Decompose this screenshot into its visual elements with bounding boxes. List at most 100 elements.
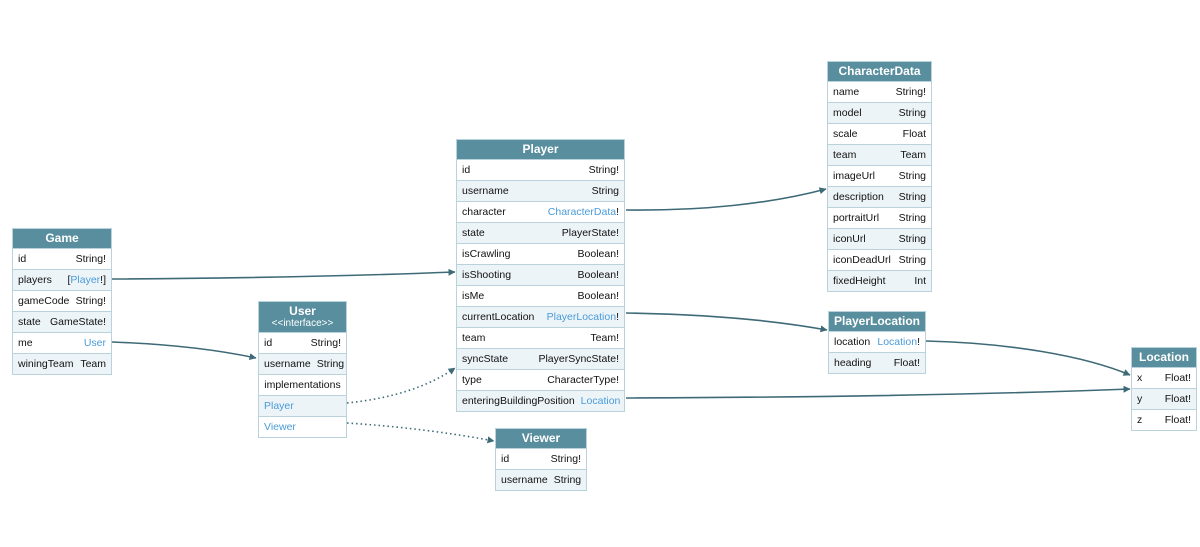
field-row-user-Viewer[interactable]: Viewer bbox=[259, 416, 346, 437]
field-type: String bbox=[317, 358, 344, 370]
type-link[interactable]: Location bbox=[580, 395, 621, 407]
type-text: String! bbox=[588, 164, 619, 176]
field-name: x bbox=[1137, 372, 1143, 384]
entity-header-game[interactable]: Game bbox=[13, 229, 111, 248]
field-type: String! bbox=[896, 86, 926, 98]
type-link[interactable]: PlayerLocation bbox=[546, 311, 617, 323]
field-type: String bbox=[899, 107, 926, 119]
type-text: String! bbox=[310, 337, 341, 349]
field-name: id bbox=[264, 337, 273, 349]
type-text: [ bbox=[67, 274, 71, 286]
entity-header-playerLocation[interactable]: PlayerLocation bbox=[829, 312, 925, 331]
field-type: PlayerState! bbox=[562, 227, 619, 239]
entity-title: Game bbox=[45, 231, 79, 245]
edge-User.Viewer-to-Viewer bbox=[346, 422, 495, 444]
field-row-user-implementations[interactable]: implementations bbox=[259, 374, 346, 395]
entity-header-characterData[interactable]: CharacterData bbox=[828, 62, 931, 81]
type-text: String! bbox=[550, 453, 581, 465]
type-link[interactable]: Location bbox=[877, 336, 918, 348]
field-name: implementations bbox=[264, 379, 341, 391]
entity-header-player[interactable]: Player bbox=[457, 140, 624, 159]
entity-header-viewer[interactable]: Viewer bbox=[496, 429, 586, 448]
field-type: Boolean! bbox=[578, 290, 619, 302]
field-name: id bbox=[462, 164, 471, 176]
field-row-game-players[interactable]: players[Player!] bbox=[13, 269, 111, 290]
type-text: Float bbox=[902, 128, 926, 140]
type-link[interactable]: Player bbox=[70, 274, 101, 286]
edge-Game.me-to-User bbox=[111, 341, 257, 361]
type-text: String bbox=[898, 170, 926, 182]
field-type: String! bbox=[76, 253, 106, 265]
entity-header-user[interactable]: User<<interface>> bbox=[259, 302, 346, 332]
field-name: winingTeam bbox=[18, 358, 74, 370]
field-type: Boolean! bbox=[578, 248, 619, 260]
field-row-user-Player[interactable]: Player bbox=[259, 395, 346, 416]
entity-header-location[interactable]: Location bbox=[1132, 348, 1196, 367]
entity-stereotype: <<interface>> bbox=[271, 318, 334, 329]
field-row-characterData-scale[interactable]: scale Float bbox=[828, 123, 931, 144]
type-link[interactable]: User bbox=[83, 337, 106, 349]
entity-title: Viewer bbox=[521, 431, 561, 445]
type-link[interactable]: CharacterData bbox=[547, 206, 617, 218]
field-name: character bbox=[462, 206, 506, 218]
edge-Player.enteringBuildingPosition-to-Location bbox=[625, 385, 1131, 399]
field-name: currentLocation bbox=[462, 311, 535, 323]
entity-title: User bbox=[289, 304, 316, 318]
type-text: Team! bbox=[590, 332, 619, 344]
field-name: name bbox=[833, 86, 860, 98]
type-text: PlayerState! bbox=[561, 227, 619, 239]
field-name: heading bbox=[834, 357, 872, 369]
field-row-user-id[interactable]: id String! bbox=[259, 332, 346, 353]
field-name: username bbox=[462, 185, 509, 197]
type-text: GameState! bbox=[49, 316, 106, 328]
edge-PlayerLocation.location-to-Location bbox=[925, 340, 1131, 376]
field-type: Float! bbox=[1165, 393, 1191, 405]
field-type: String bbox=[899, 254, 926, 266]
field-row-player-id[interactable]: id String! bbox=[457, 159, 624, 180]
type-text: Team bbox=[900, 149, 926, 161]
field-name: fixedHeight bbox=[833, 275, 886, 287]
field-name: scale bbox=[833, 128, 858, 140]
field-row-characterData-name[interactable]: name String! bbox=[828, 81, 931, 102]
entity-title: Location bbox=[1139, 350, 1189, 364]
